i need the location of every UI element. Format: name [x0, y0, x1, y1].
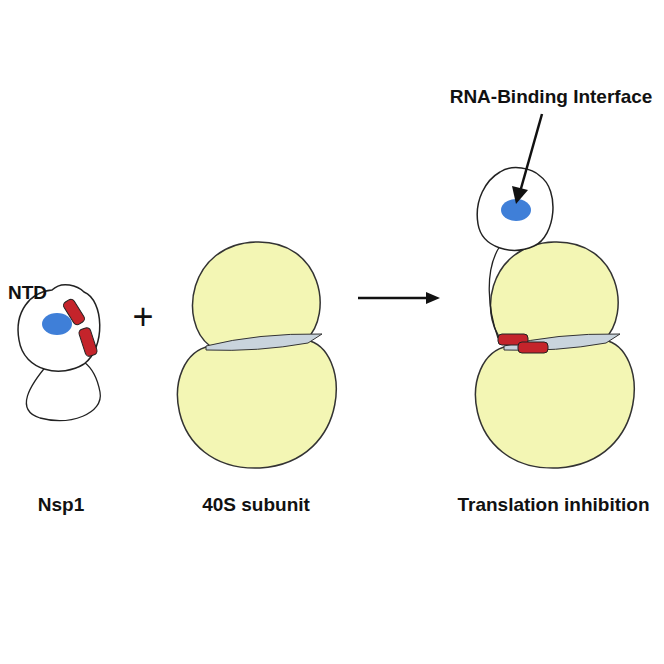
reaction-arrow — [358, 292, 440, 304]
figure-label: NTD — [8, 282, 47, 304]
figure-label: Nsp1 — [38, 494, 84, 516]
leader-arrow — [512, 114, 542, 204]
figure-label: Translation inhibition — [457, 494, 649, 516]
callout-label: RNA-Binding Interface — [450, 86, 653, 108]
figure-group: 40S subunit — [160, 235, 352, 520]
arrow-shaft — [358, 297, 426, 300]
figure-group: NTD Nsp1 — [2, 278, 120, 520]
nsp1-free — [18, 285, 100, 421]
plus-sign: + — [132, 296, 153, 337]
nsp1-40s-complex — [475, 168, 634, 468]
arrow-head — [426, 292, 440, 304]
40s-subunit — [177, 242, 336, 468]
figure-label: 40S subunit — [202, 494, 310, 516]
figure-group: Translation inhibition — [444, 160, 663, 520]
